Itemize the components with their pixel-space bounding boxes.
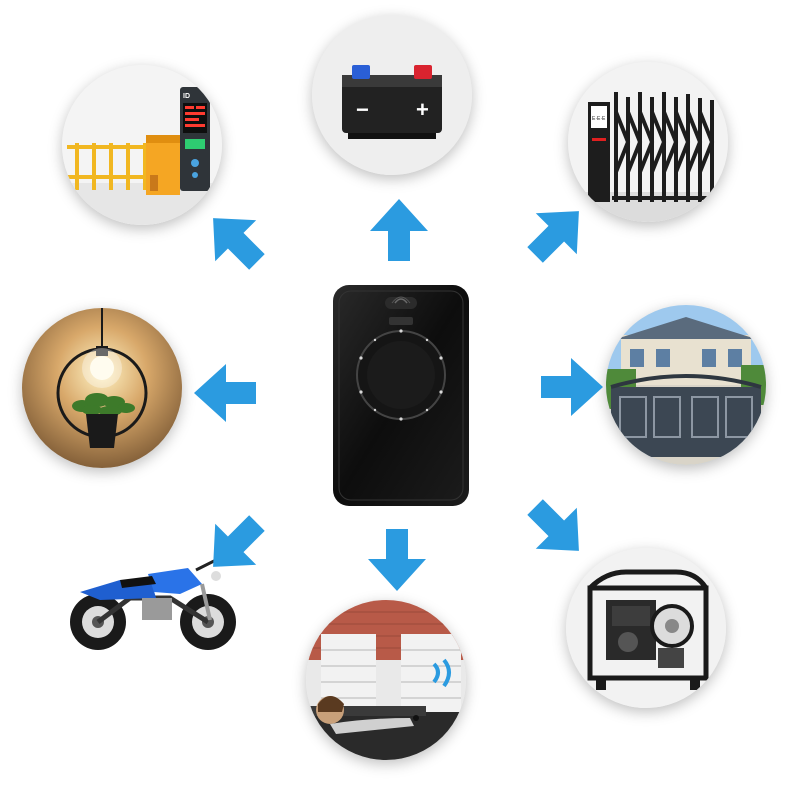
garage-door-image — [306, 600, 466, 760]
barrier-display-text: ID — [183, 93, 190, 100]
arrow-down-icon — [362, 525, 432, 595]
car-battery-image: − + — [312, 15, 472, 175]
retractable-gate-image: E·E·E — [568, 62, 728, 222]
arrow-right-icon — [537, 352, 607, 422]
motorcycle-image — [60, 540, 245, 660]
arrow-down-right-icon — [508, 480, 607, 579]
arrow-up-right-icon — [508, 184, 607, 283]
swing-gate-image — [606, 305, 766, 465]
arrow-down-left-icon — [186, 496, 285, 595]
barrier-gate-image: ID — [62, 65, 222, 225]
pendant-lamp-image — [22, 308, 182, 468]
remote-control — [331, 283, 471, 508]
battery-plus-label: + — [416, 97, 429, 122]
arrow-up-icon — [364, 195, 434, 265]
arrow-up-left-icon — [186, 191, 285, 290]
generator-image — [566, 548, 726, 708]
arrow-left-icon — [190, 358, 260, 428]
battery-minus-label: − — [356, 97, 369, 122]
gate-sign-text: E·E·E — [592, 116, 606, 122]
